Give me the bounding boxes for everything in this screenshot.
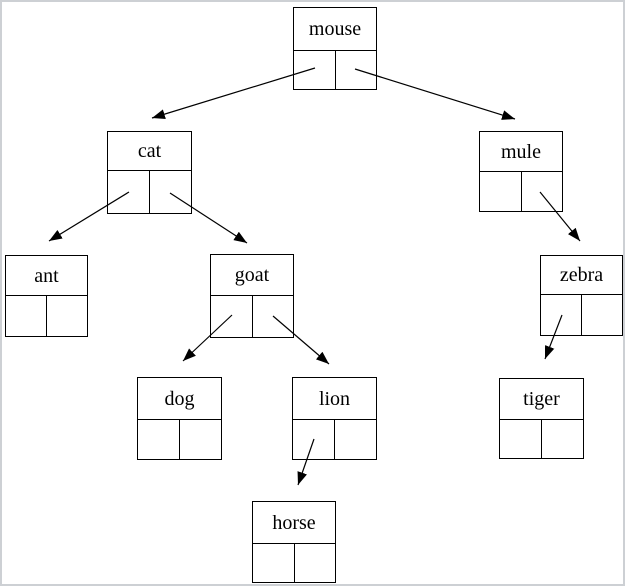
node-label: horse xyxy=(253,502,335,544)
node-label: ant xyxy=(6,256,87,296)
left-pointer-cell xyxy=(294,51,336,89)
node-label: cat xyxy=(108,132,191,171)
right-pointer-cell xyxy=(542,420,583,458)
node-label: dog xyxy=(138,378,221,420)
left-pointer-cell xyxy=(108,171,150,213)
left-pointer-cell xyxy=(541,295,582,335)
left-pointer-cell xyxy=(138,420,180,459)
node-lion: lion xyxy=(292,377,377,460)
pointer-cells xyxy=(138,420,221,459)
node-mule: mule xyxy=(479,131,563,212)
node-zebra: zebra xyxy=(540,255,623,336)
node-label: lion xyxy=(293,378,376,420)
right-pointer-cell xyxy=(582,295,622,335)
arrow-mouse-right-mule xyxy=(354,68,516,120)
node-ant: ant xyxy=(5,255,88,337)
right-pointer-cell xyxy=(150,171,191,213)
pointer-cells xyxy=(293,420,376,459)
pointer-cells xyxy=(108,171,191,213)
pointer-cells xyxy=(500,420,583,458)
pointer-cells xyxy=(294,51,376,89)
node-cat: cat xyxy=(107,131,192,214)
left-pointer-cell xyxy=(293,420,335,459)
node-label: mule xyxy=(480,132,562,172)
left-pointer-cell xyxy=(500,420,542,458)
node-label: mouse xyxy=(294,8,376,51)
left-pointer-cell xyxy=(211,296,253,337)
node-label: tiger xyxy=(500,379,583,420)
pointer-cells xyxy=(541,295,622,335)
right-pointer-cell xyxy=(336,51,377,89)
arrow-mouse-left-cat xyxy=(151,67,316,119)
left-pointer-cell xyxy=(253,544,295,582)
node-tiger: tiger xyxy=(499,378,584,459)
left-pointer-cell xyxy=(6,296,47,336)
right-pointer-cell xyxy=(180,420,221,459)
node-goat: goat xyxy=(210,254,294,338)
right-pointer-cell xyxy=(295,544,336,582)
node-label: goat xyxy=(211,255,293,296)
right-pointer-cell xyxy=(335,420,376,459)
pointer-cells xyxy=(253,544,335,582)
pointer-cells xyxy=(211,296,293,337)
node-label: zebra xyxy=(541,256,622,295)
node-horse: horse xyxy=(252,501,336,583)
right-pointer-cell xyxy=(522,172,563,211)
node-mouse: mouse xyxy=(293,7,377,90)
node-dog: dog xyxy=(137,377,222,460)
pointer-cells xyxy=(480,172,562,211)
right-pointer-cell xyxy=(47,296,87,336)
left-pointer-cell xyxy=(480,172,522,211)
pointer-cells xyxy=(6,296,87,336)
right-pointer-cell xyxy=(253,296,294,337)
